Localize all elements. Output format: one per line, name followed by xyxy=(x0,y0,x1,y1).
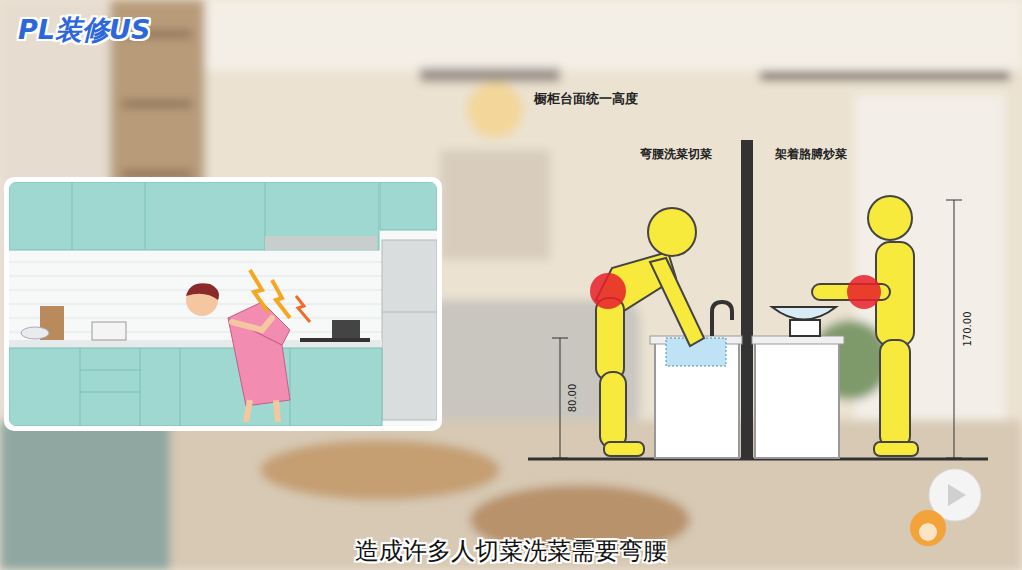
height-diagram xyxy=(528,140,988,459)
logo-text: PL装修US xyxy=(18,14,150,46)
kitchen-cartoon xyxy=(4,177,442,431)
mascot xyxy=(910,469,981,546)
subtitle-caption: 造成许多人切菜洗菜需要弯腰 xyxy=(355,537,667,566)
posture-label: 架着胳膊炒菜 xyxy=(775,147,847,161)
posture-label: 弯腰洗菜切菜 xyxy=(640,147,712,161)
diagram-title: 橱柜台面统一高度 xyxy=(534,91,638,107)
dimension-label: 80.00 xyxy=(567,384,579,413)
dimension-label: 170.00 xyxy=(962,312,974,347)
